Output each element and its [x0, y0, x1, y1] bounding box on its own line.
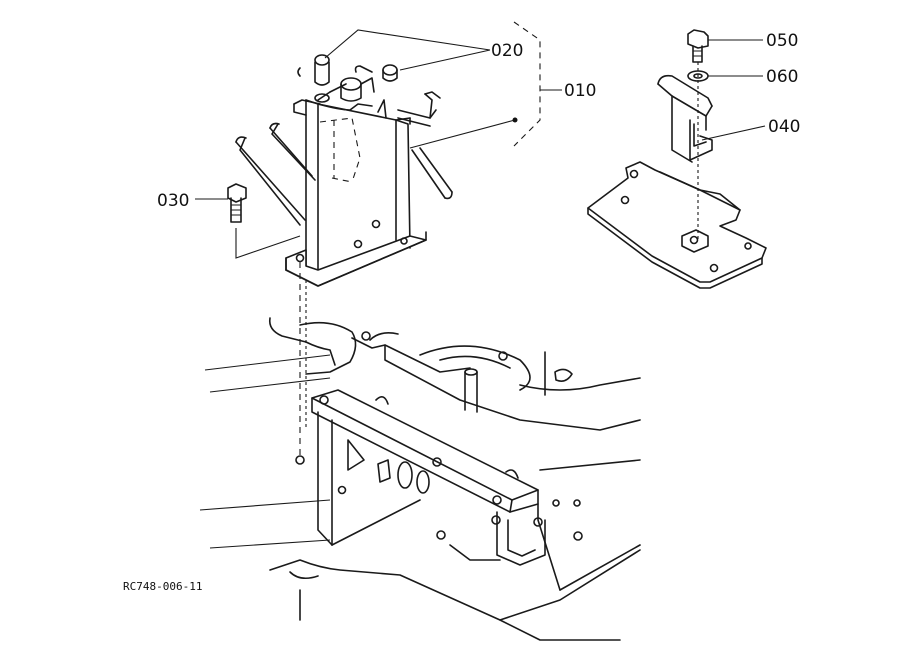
- bracket-assembly: [587, 29, 767, 289]
- callout-030: 030: [157, 191, 189, 211]
- callout-060: 060: [766, 67, 798, 87]
- callout-020: 020: [491, 41, 523, 61]
- callout-010: 010: [564, 81, 596, 101]
- callout-050: 050: [766, 31, 798, 51]
- bolt-030: [227, 183, 301, 259]
- leader-lines: [195, 21, 766, 200]
- drawing-code: RC748-006-11: [123, 580, 202, 593]
- base-frame: [199, 317, 641, 641]
- callout-040: 040: [768, 117, 800, 137]
- stand-assembly: [235, 54, 453, 465]
